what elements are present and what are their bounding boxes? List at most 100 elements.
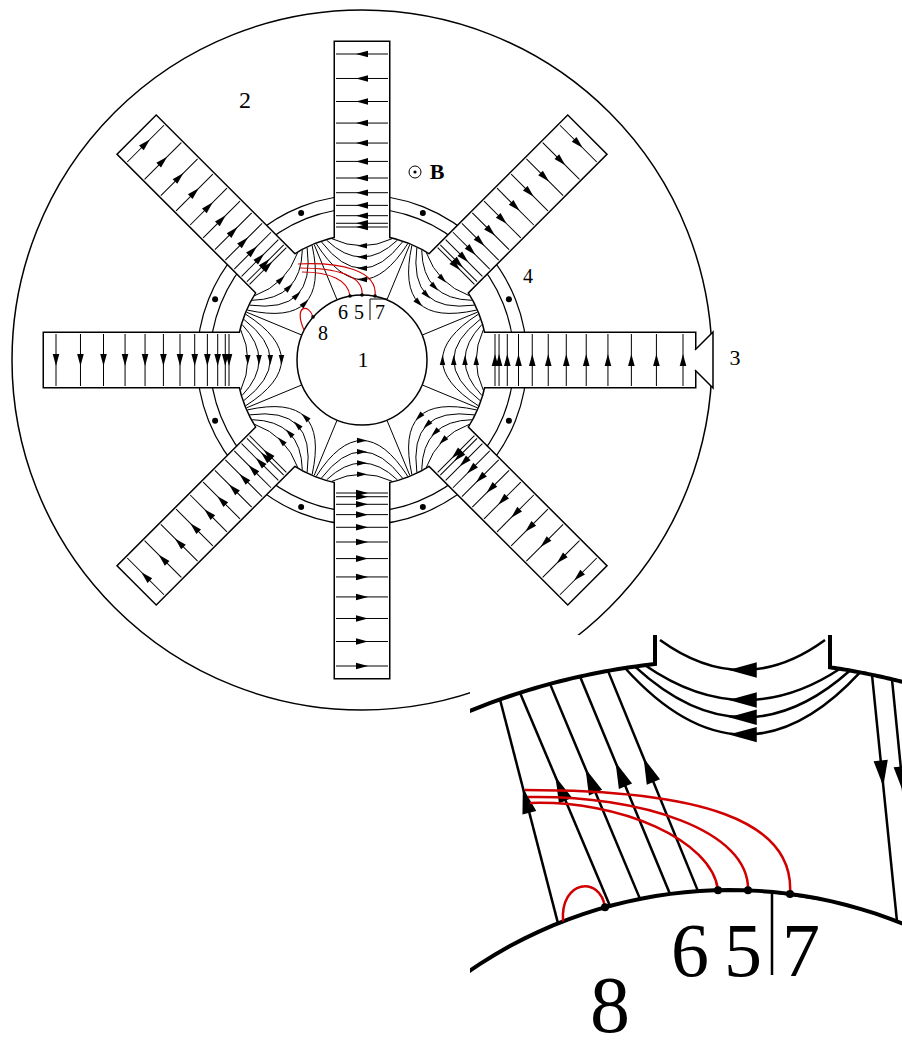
field-line <box>215 213 252 250</box>
field-arrow <box>415 411 424 420</box>
slot-field <box>125 123 289 287</box>
field-line <box>176 509 213 546</box>
field-line <box>426 253 469 296</box>
cavity-slot-fill <box>118 116 300 298</box>
cavity-slot-fill <box>424 422 606 604</box>
field-arrow <box>465 463 478 476</box>
field-line <box>127 125 164 162</box>
field-arrow <box>294 421 303 430</box>
field-arrow <box>302 413 311 422</box>
field-line <box>250 436 287 473</box>
callout-number: 4 <box>523 266 533 286</box>
field-arrow <box>356 555 368 562</box>
field-line <box>580 677 670 894</box>
field-line <box>161 524 198 561</box>
field-arrow <box>680 354 687 366</box>
callout-number: 2 <box>239 88 251 112</box>
field-arrow <box>142 354 149 366</box>
field-line <box>321 242 402 268</box>
field-line <box>526 524 563 561</box>
field-arrow <box>529 354 536 366</box>
field-arrow <box>253 251 266 264</box>
callout-number: 8 <box>318 323 328 343</box>
field-line <box>316 441 408 477</box>
field-arrow <box>356 493 368 500</box>
field-arrow <box>356 663 368 670</box>
ring-dot <box>506 296 512 302</box>
field-arrow <box>874 760 888 787</box>
field-arrow <box>356 202 368 209</box>
field-arrow <box>423 419 432 428</box>
field-arrow <box>356 615 368 622</box>
electron-path <box>298 264 375 296</box>
field-arrow <box>292 292 301 301</box>
emission-dot <box>360 293 364 297</box>
cavity-slot-fill <box>44 333 247 387</box>
cathode <box>297 295 427 425</box>
field-line <box>440 245 477 282</box>
field-arrow <box>215 494 228 507</box>
field-line <box>176 174 213 211</box>
field-line <box>453 232 490 269</box>
field-arrow <box>357 254 367 260</box>
field-arrow <box>356 120 368 127</box>
field-line <box>472 213 509 250</box>
inset-ground <box>470 635 902 1052</box>
field-arrow <box>572 137 585 150</box>
ring-dot <box>506 418 512 424</box>
field-symbol <box>409 166 421 178</box>
field-line <box>440 438 477 475</box>
field-line <box>190 495 227 532</box>
ring-dot <box>420 210 426 216</box>
field-arrow <box>538 171 551 184</box>
emission-dot <box>373 294 377 298</box>
cavity-slot <box>335 475 389 678</box>
anode-interior <box>44 42 695 678</box>
field-arrow <box>202 200 215 213</box>
field-arrow <box>421 290 430 299</box>
output-coupler <box>695 332 713 388</box>
field-line <box>314 245 337 300</box>
slot-field <box>336 51 388 231</box>
emission-dot <box>601 903 609 911</box>
field-arrow <box>356 75 368 82</box>
field-line <box>472 470 509 507</box>
field-arrow <box>177 354 184 366</box>
field-line <box>443 314 479 406</box>
field-arrow <box>356 524 368 531</box>
ring-dot <box>420 504 426 510</box>
field-line <box>127 558 164 595</box>
field-line <box>438 248 475 285</box>
field-arrow <box>440 355 446 365</box>
field-line <box>190 188 227 225</box>
field-arrow <box>357 266 367 272</box>
field-line <box>161 159 198 196</box>
electron-path <box>302 272 350 296</box>
field-arrow <box>268 355 274 365</box>
field-arrow <box>504 354 511 366</box>
field-arrow <box>188 521 201 534</box>
field-arrow <box>300 300 309 309</box>
field-arrow <box>284 284 293 293</box>
field-line <box>250 248 308 306</box>
field-line <box>244 319 270 400</box>
field-arrow <box>413 298 422 307</box>
field-arrow <box>156 552 169 565</box>
ring-dot <box>212 296 218 302</box>
field-arrow <box>538 536 551 549</box>
cavity-slot <box>118 116 300 298</box>
field-line <box>560 125 597 162</box>
cavity-slot <box>44 333 247 387</box>
field-line <box>446 444 483 481</box>
field-line <box>145 541 182 578</box>
field-arrow <box>356 189 368 196</box>
field-line <box>247 385 302 408</box>
field-line <box>454 319 480 400</box>
anode-outline <box>44 42 695 678</box>
anode-outline <box>830 635 902 683</box>
cavity-slot <box>118 422 300 604</box>
field-line <box>526 159 563 196</box>
field-arrow <box>523 521 536 534</box>
callout-number: 1 <box>358 349 369 371</box>
cavity-slot-fill <box>335 475 389 678</box>
